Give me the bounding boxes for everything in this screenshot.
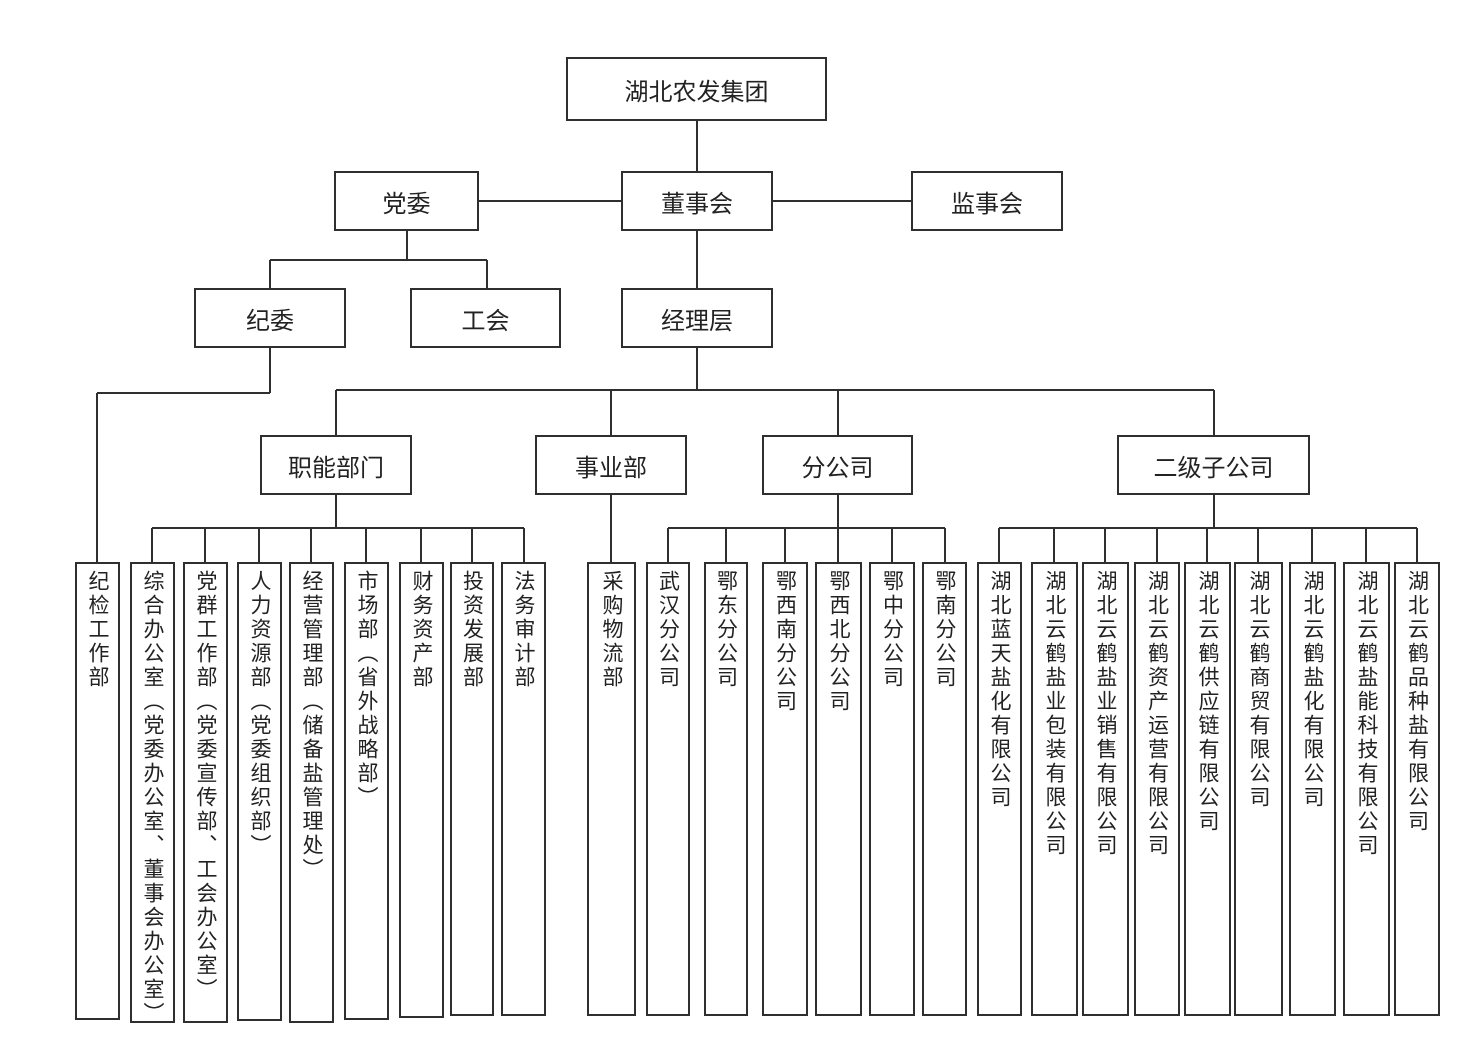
functional-dept-label: 市场部（省外战略部） [355, 570, 379, 810]
subsidiary-label: 湖北云鹤商贸有限公司 [1247, 570, 1271, 810]
branch-label: 武汉分公司 [656, 570, 681, 690]
functional-dept-box: 市场部（省外战略部） [344, 562, 389, 1020]
subsidiary-box: 湖北云鹤盐化有限公司 [1289, 562, 1336, 1016]
subsidiary-box: 湖北云鹤盐能科技有限公司 [1343, 562, 1390, 1016]
subsidiary-box: 湖北云鹤商贸有限公司 [1234, 562, 1283, 1016]
subsidiary-box: 湖北云鹤盐业销售有限公司 [1082, 562, 1129, 1016]
branch-box: 鄂东分公司 [704, 562, 748, 1016]
branch-box: 鄂西北分公司 [815, 562, 862, 1016]
node-subsidiaries: 二级子公司 [1117, 435, 1310, 495]
functional-dept-label: 党群工作部（党委宣传部、工会办公室） [194, 570, 218, 1002]
branch-box: 鄂中分公司 [869, 562, 915, 1016]
functional-dept-label: 法务审计部 [512, 570, 536, 690]
subsidiary-box: 湖北云鹤供应链有限公司 [1184, 562, 1231, 1016]
functional-dept-label: 人力资源部（党委组织部） [248, 570, 272, 858]
branch-label: 鄂南分公司 [933, 570, 957, 690]
node-discipline-dept-label: 纪检工作部 [86, 570, 110, 690]
functional-dept-label: 财务资产部 [410, 570, 434, 690]
subsidiary-label: 湖北云鹤供应链有限公司 [1196, 570, 1220, 834]
functional-dept-box: 综合办公室（党委办公室、董事会办公室） [130, 562, 175, 1026]
subsidiary-box: 湖北云鹤盐业包装有限公司 [1031, 562, 1078, 1016]
branch-label: 鄂东分公司 [714, 570, 739, 690]
subsidiary-box: 湖北云鹤资产运营有限公司 [1134, 562, 1180, 1016]
branch-box: 鄂南分公司 [922, 562, 967, 1016]
functional-dept-box: 党群工作部（党委宣传部、工会办公室） [183, 562, 228, 1023]
node-supervisory-board: 监事会 [911, 171, 1063, 231]
node-group: 湖北农发集团 [566, 57, 827, 121]
subsidiary-label: 湖北蓝天盐化有限公司 [988, 570, 1012, 810]
node-discipline-dept: 纪检工作部 [75, 562, 120, 1020]
subsidiary-label: 湖北云鹤盐业销售有限公司 [1094, 570, 1118, 858]
business-dept-box: 采购物流部 [587, 562, 636, 1016]
branch-label: 鄂中分公司 [880, 570, 905, 690]
functional-dept-box: 法务审计部 [501, 562, 546, 1016]
node-party-committee: 党委 [334, 171, 479, 231]
node-discipline-committee: 纪委 [194, 288, 346, 348]
functional-dept-box: 经营管理部（储备盐管理处） [289, 562, 334, 1023]
branch-box: 武汉分公司 [646, 562, 690, 1016]
branch-label: 鄂西南分公司 [773, 570, 798, 714]
subsidiary-label: 湖北云鹤盐业包装有限公司 [1043, 570, 1067, 858]
node-board: 董事会 [621, 171, 773, 231]
subsidiary-label: 湖北云鹤盐能科技有限公司 [1355, 570, 1379, 858]
business-dept-label: 采购物流部 [600, 570, 624, 690]
subsidiary-box: 湖北蓝天盐化有限公司 [977, 562, 1022, 1016]
functional-dept-label: 经营管理部（储备盐管理处） [300, 570, 324, 882]
node-business-division: 事业部 [535, 435, 687, 495]
branch-label: 鄂西北分公司 [827, 570, 851, 714]
functional-dept-label: 投资发展部 [460, 570, 485, 690]
subsidiary-label: 湖北云鹤品种盐有限公司 [1405, 570, 1430, 834]
functional-dept-label: 综合办公室（党委办公室、董事会办公室） [141, 570, 165, 1026]
functional-dept-box: 投资发展部 [450, 562, 494, 1016]
node-branches: 分公司 [762, 435, 913, 495]
subsidiary-box: 湖北云鹤品种盐有限公司 [1394, 562, 1440, 1016]
node-functional-departments: 职能部门 [260, 435, 412, 495]
functional-dept-box: 财务资产部 [399, 562, 444, 1018]
node-union: 工会 [410, 288, 561, 348]
subsidiary-label: 湖北云鹤资产运营有限公司 [1145, 570, 1170, 858]
subsidiary-label: 湖北云鹤盐化有限公司 [1301, 570, 1325, 810]
node-management: 经理层 [621, 288, 773, 348]
functional-dept-box: 人力资源部（党委组织部） [237, 562, 282, 1021]
branch-box: 鄂西南分公司 [762, 562, 808, 1016]
